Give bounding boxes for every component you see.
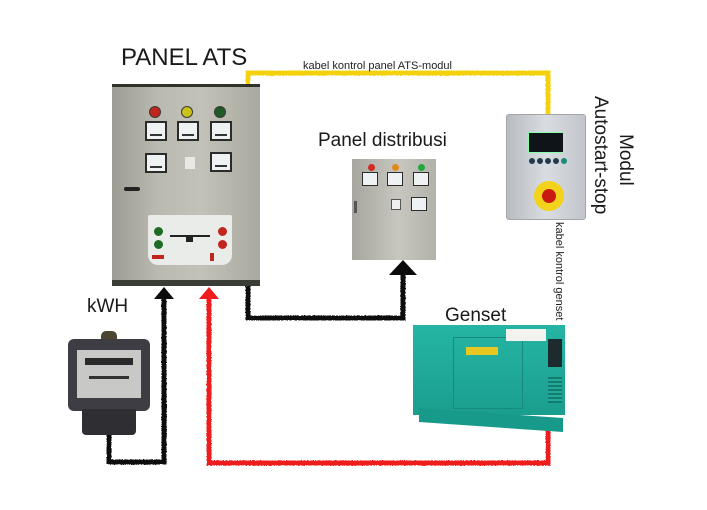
genset xyxy=(413,325,565,433)
voltmeter xyxy=(210,152,232,172)
genset-door xyxy=(453,337,523,409)
indicator-lamp-green xyxy=(418,164,425,171)
indicator-lamp-red xyxy=(150,107,160,117)
panel-ats-label: PANEL ATS xyxy=(121,44,248,71)
kwh-meter-window xyxy=(77,350,141,398)
keypad-button xyxy=(537,158,543,164)
warning-sticker-icon xyxy=(506,329,546,341)
brand-logo xyxy=(152,255,164,259)
meter xyxy=(387,172,403,186)
meter xyxy=(362,172,378,186)
green-button xyxy=(154,227,163,236)
ammeter xyxy=(145,121,167,141)
genset-vent xyxy=(548,377,562,403)
meter xyxy=(411,197,427,211)
terminal-cap xyxy=(101,331,117,341)
kwh-meter-body xyxy=(68,339,150,411)
brand-mark-icon xyxy=(210,253,214,261)
frequency-meter xyxy=(145,153,167,173)
genset-brand-logo xyxy=(466,347,498,355)
kwh-label: kWH xyxy=(87,296,129,317)
emergency-stop-button xyxy=(542,189,556,203)
meter xyxy=(413,172,429,186)
indicator-lamp-red xyxy=(368,164,375,171)
arrowhead-genset-to-ats xyxy=(199,287,219,299)
indicator-lamp-orange xyxy=(392,164,399,171)
genset-control-panel xyxy=(548,339,562,367)
arrowhead-kwh-to-ats xyxy=(154,287,174,299)
load-symbol-icon xyxy=(186,237,193,242)
keypad-button xyxy=(529,158,535,164)
genset-canopy xyxy=(413,325,565,415)
panel-ats xyxy=(112,84,260,286)
wire-kwh-to-ats xyxy=(106,298,167,465)
wire-label-ats-modul: kabel kontrol panel ATS-modul xyxy=(303,60,452,72)
modul-label-line1: Modul xyxy=(615,134,636,186)
panel-distribusi-label: Panel distribusi xyxy=(318,130,447,151)
ats-control-board xyxy=(148,215,232,265)
wire-ats-to-modul xyxy=(245,70,551,114)
keypad-button xyxy=(545,158,551,164)
terminal-cover xyxy=(82,409,136,435)
kwh-counter-digits xyxy=(85,358,133,365)
ammeter xyxy=(210,121,232,141)
red-button xyxy=(218,240,227,249)
wire-genset-to-ats xyxy=(206,298,551,466)
modul-autostart-stop xyxy=(506,114,586,220)
indicator-lamp-green xyxy=(215,107,225,117)
lcd-display xyxy=(528,132,564,153)
ats-schematic-line xyxy=(170,235,210,237)
rotating-disc xyxy=(89,376,129,379)
genset-label: Genset xyxy=(445,305,507,326)
selector-switch xyxy=(185,157,195,169)
door-handle xyxy=(124,187,140,191)
red-button xyxy=(218,227,227,236)
wire-ats-to-distribusi xyxy=(245,272,406,321)
keypad-button xyxy=(553,158,559,164)
ammeter xyxy=(177,121,199,141)
wire-label-genset-control: kabel kontrol genset xyxy=(553,222,565,321)
modul-label-line2: Autostart-stop xyxy=(590,96,611,215)
keypad-button xyxy=(561,158,567,164)
kwh-meter xyxy=(68,331,150,435)
door-handle xyxy=(354,201,357,213)
indicator-lamp-yellow xyxy=(182,107,192,117)
panel-distribusi xyxy=(352,159,436,260)
green-button xyxy=(154,240,163,249)
arrowhead-ats-to-distribusi xyxy=(389,260,417,275)
selector-switch xyxy=(391,199,401,210)
